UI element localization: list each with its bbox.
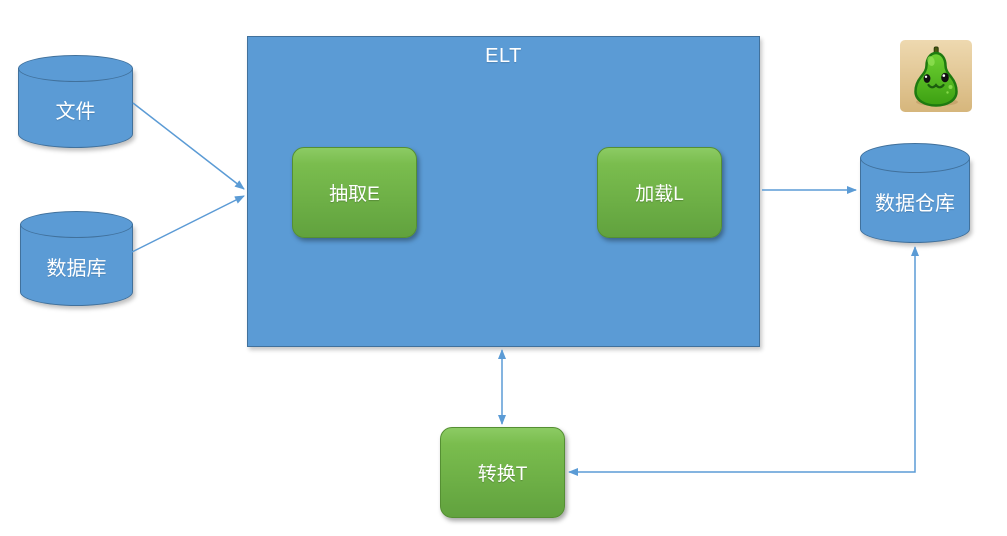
arrow-file-to-elt	[132, 102, 245, 190]
node-database-label: 数据库	[46, 258, 107, 280]
node-warehouse-cylinder: 数据仓库	[860, 143, 970, 243]
cylinder-top	[18, 55, 133, 82]
cylinder-top	[860, 143, 970, 173]
node-extract: 抽取E	[292, 147, 417, 238]
node-load-label: 加载L	[635, 184, 684, 205]
node-file-cylinder: 文件	[18, 55, 133, 148]
elt-title: ELT	[485, 45, 522, 67]
node-transform-label: 转换T	[477, 464, 528, 485]
node-warehouse-label: 数据仓库	[875, 192, 955, 215]
node-database-cylinder: 数据库	[20, 211, 133, 306]
node-file-label: 文件	[55, 101, 96, 123]
node-transform: 转换T	[440, 427, 565, 518]
pear-mascot-icon	[900, 40, 972, 112]
node-extract-label: 抽取E	[329, 184, 380, 205]
node-load: 加载L	[597, 147, 722, 238]
arrow-database-to-elt	[131, 195, 245, 253]
